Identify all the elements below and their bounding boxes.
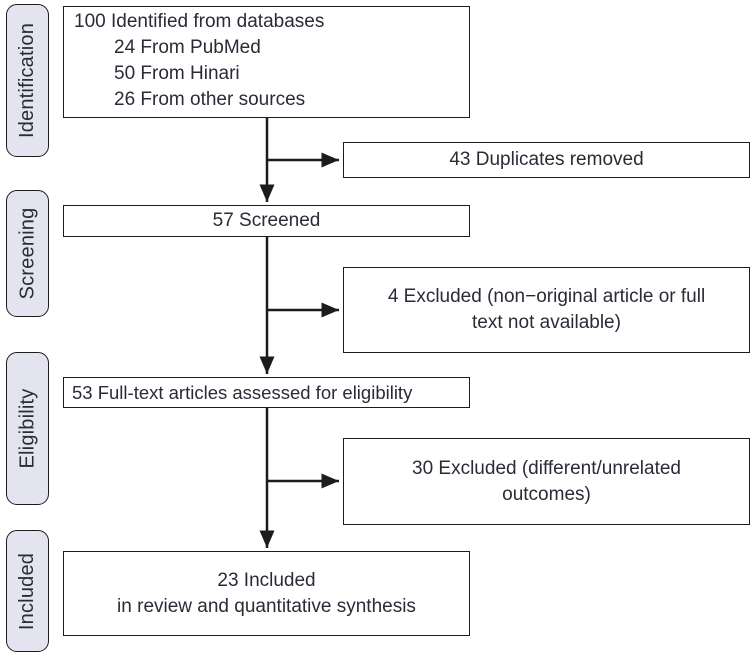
stage-label-identification: Identification [6,4,49,157]
excluded-screening-line2: text not available) [472,312,621,333]
screened-text: 57 Screened [212,210,321,231]
included-line1: 23 Included [217,569,316,591]
excluded-eligibility-line1: 30 Excluded (different/unrelated [412,457,681,479]
box-excluded-screening: 4 Excluded (non−original article or full… [343,267,750,353]
stage-label-text: Eligibility [16,388,39,469]
excluded-eligibility-line2: outcomes) [502,483,591,505]
identified-source-other: 26 From other sources [114,89,306,110]
included-line2: in review and quantitative synthesis [117,595,416,617]
excluded-screening-line1: 4 Excluded (non−original article or full [387,286,706,307]
stage-label-eligibility: Eligibility [6,352,49,505]
box-included-in-review: 23 Included in review and quantitative s… [63,551,470,636]
stage-label-screening: Screening [6,190,49,317]
identified-total-line: 100 Identified from databases [74,11,325,32]
box-screened: 57 Screened [63,205,470,237]
identified-source-pubmed: 24 From PubMed [114,37,261,58]
stage-label-text: Screening [16,207,39,300]
duplicates-removed-text: 43 Duplicates removed [449,149,644,170]
stage-label-included: Included [6,530,49,652]
fulltext-assessed-text: 53 Full-text articles assessed for eligi… [72,381,413,403]
stage-label-text: Included [16,552,38,630]
box-identified-from-databases: 100 Identified from databases 24 From Pu… [63,6,470,118]
stage-label-text: Identification [16,22,39,139]
identified-source-hinari: 50 From Hinari [114,63,240,84]
box-duplicates-removed: 43 Duplicates removed [343,142,750,178]
box-excluded-eligibility: 30 Excluded (different/unrelated outcome… [343,438,750,525]
box-fulltext-assessed: 53 Full-text articles assessed for eligi… [63,377,470,408]
